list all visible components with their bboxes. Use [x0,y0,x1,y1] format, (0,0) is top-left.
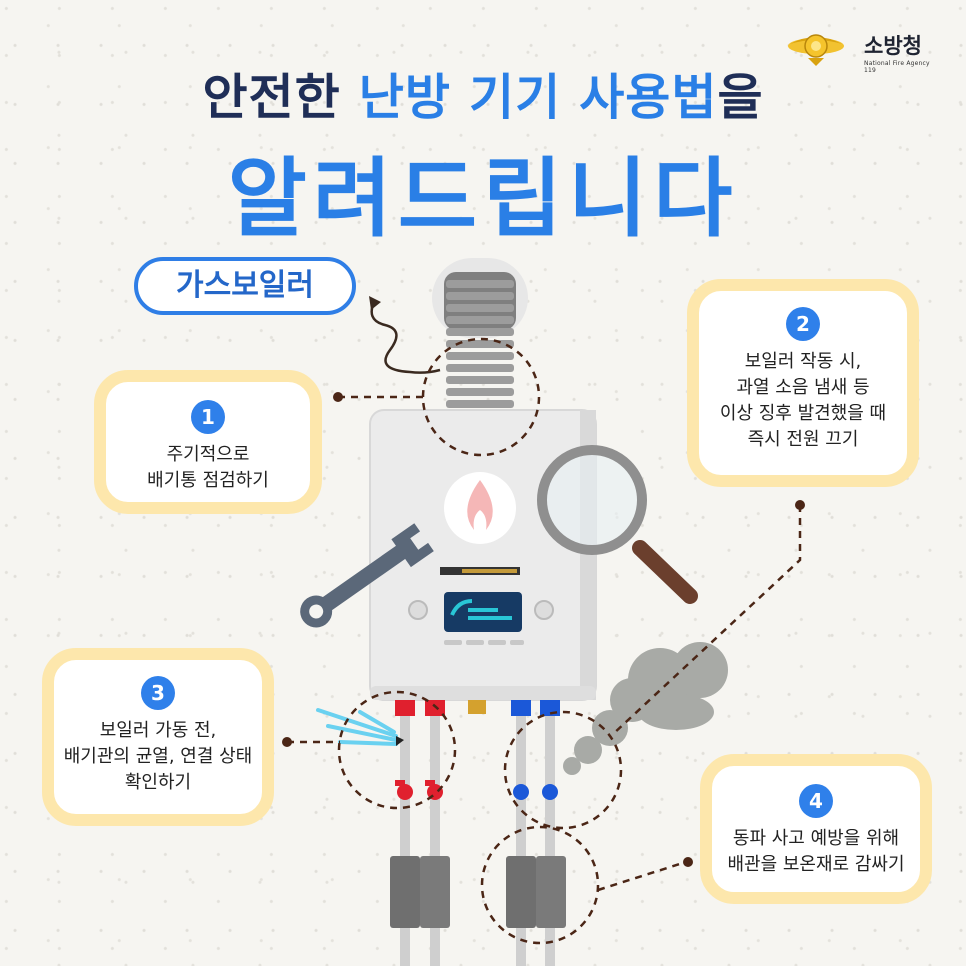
headline-particle: 을 [717,69,764,126]
step-text-3: 보일러 가동 전, 배기관의 균열, 연결 상태 확인하기 [63,720,253,793]
step-number-3: 3 [141,676,175,710]
pipes [390,700,566,966]
agency-logo: 소방청 National Fire Agency 119 [786,26,936,74]
step-text-4: 동파 사고 예방을 위해 배관을 보온재로 감싸기 [727,828,905,875]
exhaust-pipe [432,258,528,420]
leak-spray [316,708,398,746]
step-card-1: 1 주기적으로 배기통 점검하기 [94,370,322,514]
section-pill: 가스보일러 [134,257,356,315]
agency-name: 소방청 [864,34,922,58]
step-card-2: 2 보일러 작동 시, 과열 소음 냄새 등 이상 징후 발견했을 때 즉시 전… [687,279,919,487]
smoke-cloud [563,642,728,775]
magnifier-icon [537,445,698,604]
step-number-4: 4 [799,784,833,818]
step-text-1: 주기적으로 배기통 점검하기 [147,444,269,491]
step-text-2: 보일러 작동 시, 과열 소음 냄새 등 이상 징후 발견했을 때 즉시 전원 … [719,351,887,450]
emblem-icon [788,34,844,66]
wrench-icon [300,523,434,628]
headline-safe: 안전한 [202,69,341,126]
step-card-4: 4 동파 사고 예방을 위해 배관을 보온재로 감싸기 [700,754,932,904]
step-number-2: 2 [786,307,820,341]
headline-line1: 안전한 난방 기기 사용법을 [0,58,966,129]
agency-subtitle: National Fire Agency 119 [864,60,930,74]
headline-line2: 알려드립니다 [227,149,739,249]
headline-heating: 난방 기기 사용법 [358,69,718,126]
step-card-3: 3 보일러 가동 전, 배기관의 균열, 연결 상태 확인하기 [42,648,274,826]
step-number-1: 1 [191,400,225,434]
